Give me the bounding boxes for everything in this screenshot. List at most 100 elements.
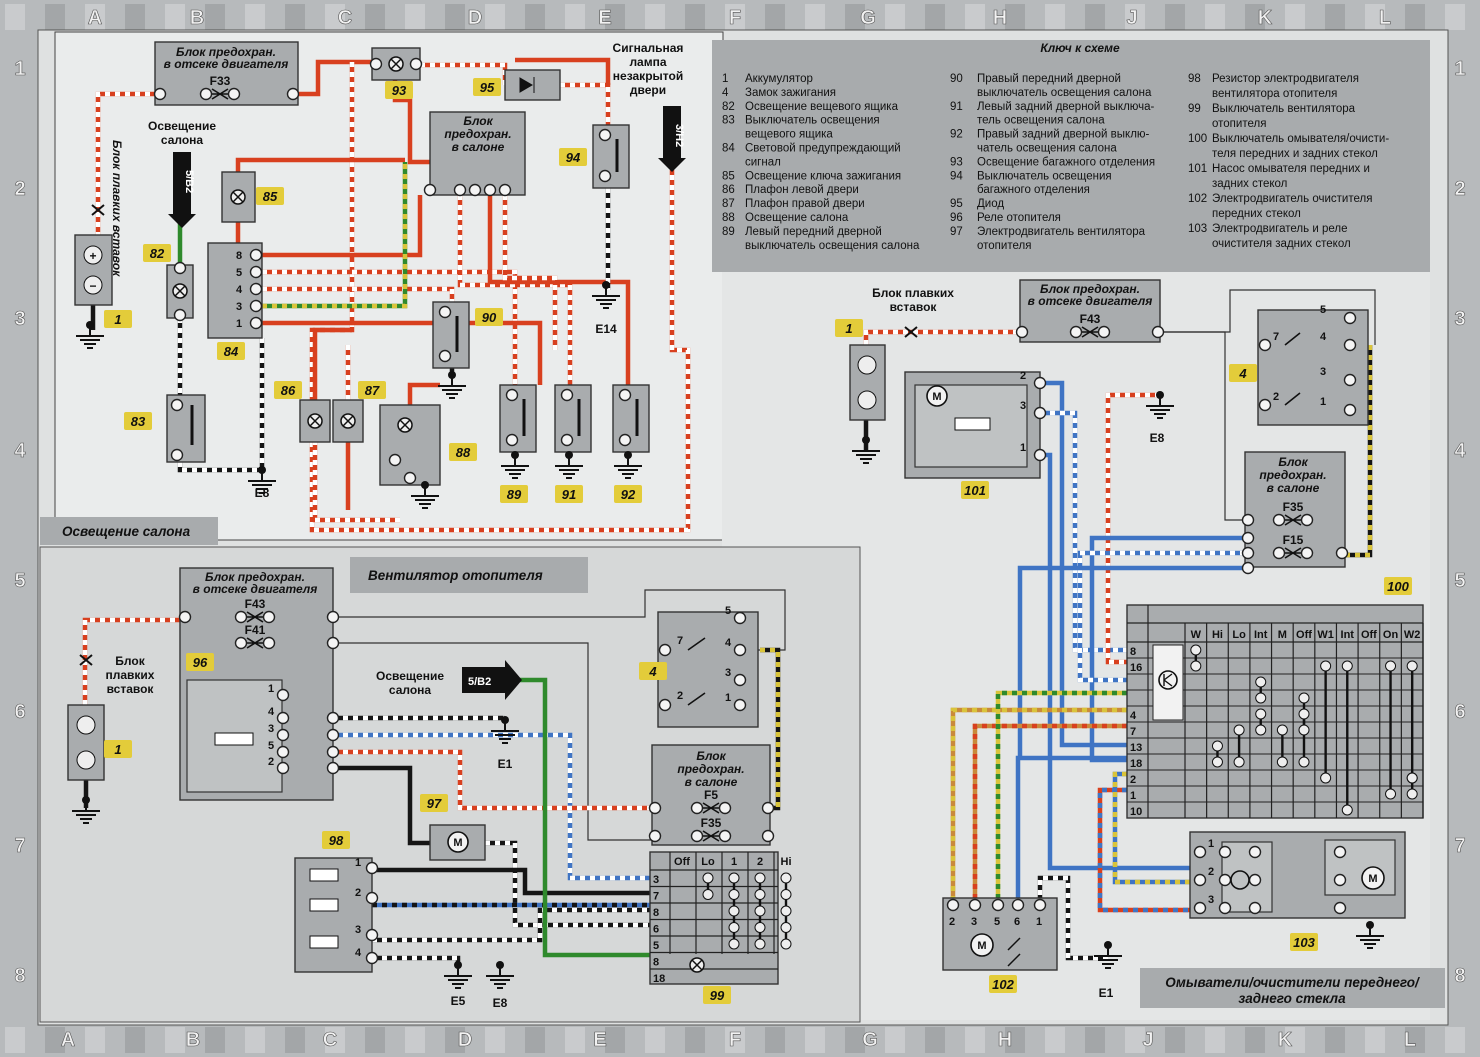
motor-icon: M <box>926 385 948 407</box>
component-number-tag: 4 <box>639 662 667 680</box>
ground-label: E14 <box>595 322 617 336</box>
tag-background <box>217 342 245 360</box>
component-number-tag: 100 <box>1384 577 1412 595</box>
key-item-text: Плафон правой двери <box>745 198 865 210</box>
lamp-icon <box>397 417 413 433</box>
terminal-pin <box>1011 898 1025 912</box>
tag-background <box>473 78 501 96</box>
key-item-text: отопителя <box>977 240 1031 252</box>
pin-number: 2 <box>268 756 274 768</box>
panel-key <box>712 40 1430 272</box>
diode-icon <box>519 77 535 93</box>
frame-tick <box>1165 4 1185 30</box>
terminal-pin <box>946 898 960 912</box>
frame-tick <box>1445 4 1465 30</box>
frame-tick <box>1165 1027 1185 1053</box>
wire-stripe <box>95 91 160 240</box>
component-number-tag: 96 <box>186 653 214 671</box>
terminal-pin <box>690 801 704 815</box>
wire <box>520 677 655 958</box>
grid-row-label: 4 <box>1454 440 1466 462</box>
ground-icon <box>438 371 466 399</box>
frame-tick <box>1205 1027 1225 1053</box>
switch-position-label: Off <box>1296 629 1312 641</box>
key-item-text: выключатель освещения салона <box>977 87 1152 99</box>
terminal-pin <box>153 87 167 101</box>
grid-row-label: 5 <box>1454 570 1465 592</box>
wire-stripe <box>262 286 455 302</box>
pin-number: 1 <box>1320 396 1326 408</box>
key-item-text: Световой предупреждающий <box>745 143 901 155</box>
terminal-pin <box>249 299 263 313</box>
terminal-pin <box>388 453 402 467</box>
terminal-number: 2 <box>1130 774 1136 786</box>
pin-number: 2 <box>949 916 955 928</box>
motor-icon: M <box>447 831 469 853</box>
grid-row-label: 7 <box>1454 835 1465 857</box>
salon-fuse-block-label: Блок <box>1278 455 1308 469</box>
component-number-tag: 85 <box>256 187 284 205</box>
terminal-pin <box>1343 338 1357 352</box>
tag-background <box>703 986 731 1004</box>
switch-contact <box>1320 772 1332 784</box>
wire <box>262 320 543 385</box>
salon-fuse-block-label: в салоне <box>452 140 505 154</box>
grid-column-label: K <box>1258 7 1273 29</box>
component-number-tag: 97 <box>420 794 448 812</box>
fusible-link-icon <box>904 326 918 338</box>
switch-contact <box>1211 756 1223 768</box>
terminal-pin <box>1218 873 1232 887</box>
grid-row-label: 6 <box>14 701 25 723</box>
switch-position-label: Int <box>1254 629 1268 641</box>
key-title: Ключ к схеме <box>1040 41 1120 55</box>
frame-tick <box>1245 1027 1265 1053</box>
key-item-text: Правый задний дверной выклю- <box>977 129 1150 141</box>
wire <box>333 642 655 841</box>
key-item-text: Выключатель вентилятора <box>1212 103 1356 115</box>
terminal-pin <box>365 951 379 965</box>
key-item-text: тель освещения салона <box>977 115 1105 127</box>
frame-tick <box>965 4 985 30</box>
grid-column-label: A <box>88 7 102 29</box>
terminal-pin <box>234 610 248 624</box>
lamp-icon <box>388 56 404 72</box>
pin-number: 2 <box>1208 866 1214 878</box>
component-number: 86 <box>281 383 296 398</box>
grid-row-label: 3 <box>1454 308 1465 330</box>
frame-tick <box>245 1027 265 1053</box>
component-number: 87 <box>365 383 380 398</box>
component-number: 102 <box>992 977 1014 992</box>
wire <box>333 589 786 651</box>
section-title-washers: Омыватели/очистители переднего/ <box>1165 975 1420 990</box>
terminal-number: 16 <box>1130 662 1142 674</box>
terminal-number: 18 <box>653 973 665 985</box>
lamp-icon <box>689 957 705 973</box>
grid-column-label: L <box>1404 1029 1416 1051</box>
tag-background <box>1290 933 1318 951</box>
motor-letter: M <box>453 837 462 849</box>
key-item-text: Выключатель омывателя/очисти- <box>1212 133 1389 145</box>
frame-tick <box>1325 4 1345 30</box>
key-item-text: выключатель освещения салона <box>745 240 920 252</box>
grid-column-label: A <box>61 1029 75 1051</box>
key-item-text: Освещение ключа зажигания <box>745 170 901 182</box>
terminal-number: 1 <box>1130 790 1136 802</box>
frame-tick <box>1405 4 1425 30</box>
frame-tick <box>725 4 745 30</box>
switch-contact <box>728 938 740 950</box>
tag-background <box>449 443 477 461</box>
frame-tick <box>965 1027 985 1053</box>
key-item-text: Диод <box>977 198 1004 210</box>
wire <box>333 765 430 846</box>
component-number: 4 <box>1238 366 1247 381</box>
terminal-pin <box>365 928 379 942</box>
motor-letter: M <box>1368 873 1377 885</box>
key-item-text: Насос омывателя передних и <box>1212 163 1370 175</box>
terminal-pin <box>276 688 290 702</box>
pin-number: 2 <box>677 690 683 702</box>
terminal-pin <box>438 349 452 363</box>
motor-icon: M <box>970 933 994 957</box>
terminal-pin <box>276 711 290 725</box>
tag-background <box>256 187 284 205</box>
terminal-pin <box>1333 901 1347 915</box>
